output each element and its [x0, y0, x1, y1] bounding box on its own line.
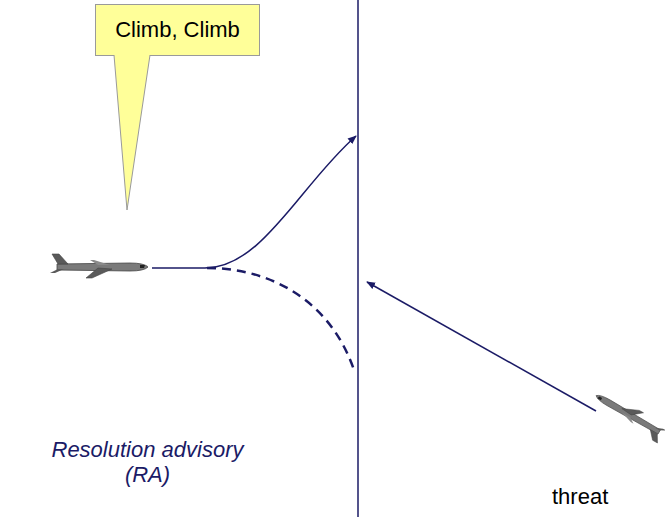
boundary-line — [357, 0, 359, 517]
threat-path — [367, 282, 596, 411]
callout-box: Climb, Climb — [95, 4, 260, 56]
original-path — [207, 268, 354, 370]
callout-text: Climb, Climb — [115, 17, 240, 43]
threat-label: threat — [552, 484, 662, 509]
threat-aircraft — [591, 388, 665, 444]
climb-path — [152, 136, 356, 268]
advisory-label: Resolution advisory (RA) — [40, 437, 255, 488]
own-aircraft — [50, 254, 148, 278]
callout-pointer — [114, 55, 150, 210]
